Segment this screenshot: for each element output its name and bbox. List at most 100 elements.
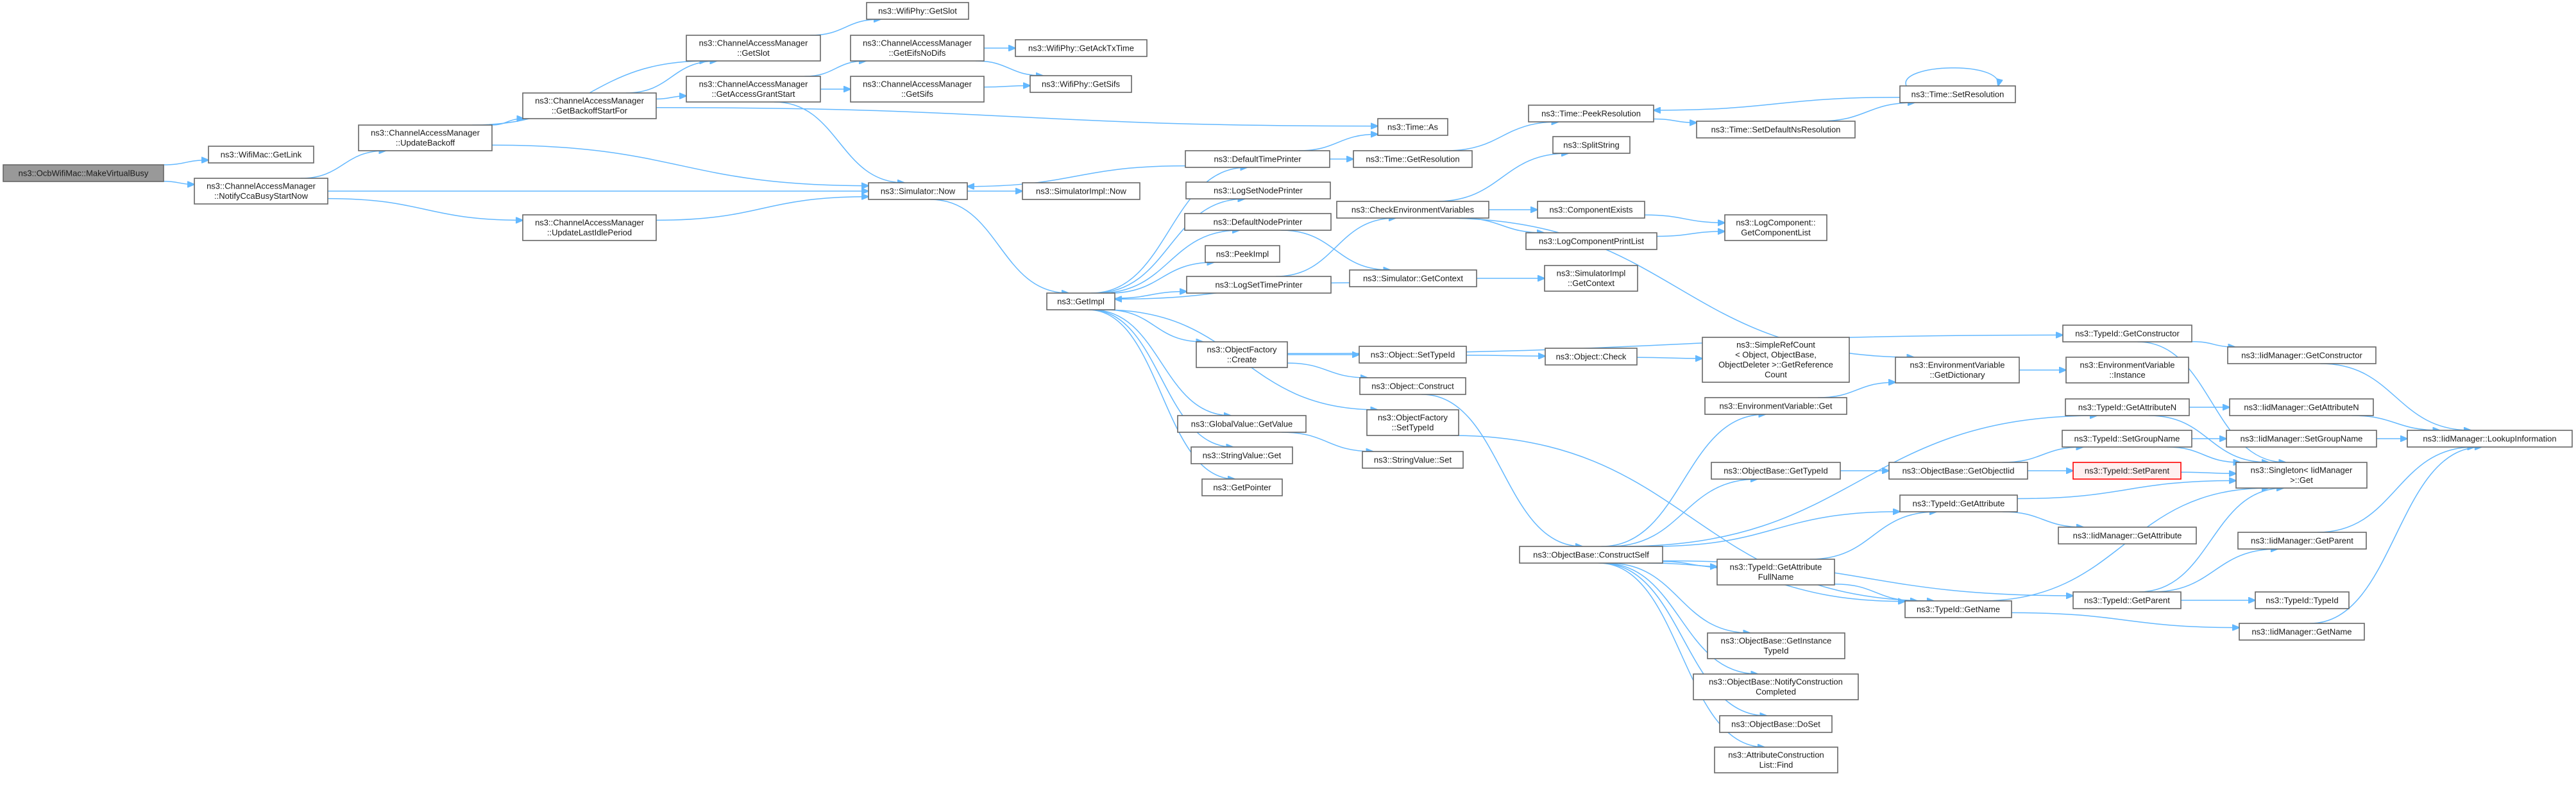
node-setres[interactable]: ns3::Time::SetResolution xyxy=(1899,85,2016,103)
node-iidname[interactable]: ns3::IidManager::GetName xyxy=(2239,623,2365,641)
node-label: ns3::TypeId::GetAttribute xyxy=(1730,562,1822,572)
node-deftime[interactable]: ns3::DefaultTimePrinter xyxy=(1185,150,1330,168)
node-box xyxy=(2062,430,2192,448)
node-ofsettid[interactable]: ns3::ObjectFactory::SetTypeId xyxy=(1366,409,1459,436)
node-objcheck[interactable]: ns3::Object::Check xyxy=(1545,348,1638,366)
node-timeas[interactable]: ns3::Time::As xyxy=(1377,118,1448,136)
node-tidattr[interactable]: ns3::TypeId::GetAttribute xyxy=(1899,494,2018,512)
node-physlot[interactable]: ns3::WifiPhy::GetSlot xyxy=(866,2,969,20)
node-lookup[interactable]: ns3::IidManager::LookupInformation xyxy=(2407,430,2573,448)
node-logsetnode[interactable]: ns3::LogSetNodePrinter xyxy=(1185,181,1331,199)
node-label: Count xyxy=(1765,370,1787,380)
node-simimplctx[interactable]: ns3::SimulatorImpl::GetContext xyxy=(1544,265,1638,292)
node-label: ns3::WifiPhy::GetSlot xyxy=(878,6,957,15)
node-notifyctor[interactable]: ns3::ObjectBase::NotifyConstructionCompl… xyxy=(1693,673,1859,700)
node-box xyxy=(1184,213,1332,231)
node-checkenv[interactable]: ns3::CheckEnvironmentVariables xyxy=(1336,201,1489,219)
node-label: ns3::Time::PeekResolution xyxy=(1541,108,1641,118)
node-label: ns3::EnvironmentVariable xyxy=(2080,360,2175,370)
node-getres[interactable]: ns3::Time::GetResolution xyxy=(1353,150,1473,168)
node-peekimpl[interactable]: ns3::PeekImpl xyxy=(1205,245,1280,263)
node-compexists[interactable]: ns3::ComponentExists xyxy=(1537,201,1645,219)
edge-getres-to-peekres xyxy=(1445,122,1558,151)
edge-simnow-to-getimpl xyxy=(930,199,1069,293)
node-camsifs[interactable]: ns3::ChannelAccessManager::GetSifs xyxy=(850,76,985,103)
node-label: ns3::LogSetNodePrinter xyxy=(1214,185,1303,195)
node-tidattrn[interactable]: ns3::TypeId::GetAttributeN xyxy=(2065,398,2190,416)
node-singleton[interactable]: ns3::Singleton< IidManager>::Get xyxy=(2235,462,2368,489)
node-doset[interactable]: ns3::ObjectBase::DoSet xyxy=(1719,715,1833,733)
node-refcount[interactable]: ns3::SimpleRefCount< Object, ObjectBase,… xyxy=(1702,337,1850,383)
node-updidle[interactable]: ns3::ChannelAccessManager::UpdateLastIdl… xyxy=(522,214,657,241)
node-complist[interactable]: ns3::LogComponent::GetComponentList xyxy=(1724,214,1827,241)
edge-iidparent-to-lookup xyxy=(2317,447,2475,533)
node-constructself[interactable]: ns3::ObjectBase::ConstructSelf xyxy=(1519,546,1663,564)
node-iidgroup[interactable]: ns3::IidManager::SetGroupName xyxy=(2226,430,2377,448)
node-tidgroup[interactable]: ns3::TypeId::SetGroupName xyxy=(2062,430,2192,448)
edge-getimpl-to-defnode xyxy=(1099,230,1239,294)
node-box xyxy=(1544,265,1638,292)
node-ncca[interactable]: ns3::ChannelAccessManager::NotifyCcaBusy… xyxy=(194,178,328,205)
node-simnow[interactable]: ns3::Simulator::Now xyxy=(868,182,968,200)
node-logprint[interactable]: ns3::LogComponentPrintList xyxy=(1525,232,1657,250)
node-mvb[interactable]: ns3::OcbWifiMac::MakeVirtualBusy xyxy=(3,164,164,182)
node-label: ns3::GetImpl xyxy=(1057,296,1105,306)
node-iidctor[interactable]: ns3::IidManager::GetConstructor xyxy=(2227,346,2377,364)
node-envinst[interactable]: ns3::EnvironmentVariable::Instance xyxy=(2065,357,2189,384)
edge-eifs-to-physifs xyxy=(976,60,1043,76)
node-box xyxy=(1704,397,1847,415)
node-updbackoff[interactable]: ns3::ChannelAccessManager::UpdateBackoff xyxy=(358,124,493,151)
node-iidattr[interactable]: ns3::IidManager::GetAttribute xyxy=(2058,527,2197,544)
edge-getimpl-to-deftime xyxy=(1091,167,1247,294)
edge-envget-to-envdict xyxy=(1818,382,1895,398)
edge-iidattrn-to-lookup xyxy=(2351,415,2440,430)
node-objsettid[interactable]: ns3::Object::SetTypeId xyxy=(1359,346,1467,364)
edge-constructself-to-envget xyxy=(1601,414,1766,547)
node-tidname[interactable]: ns3::TypeId::GetName xyxy=(1904,600,2012,618)
edge-updidle-to-simnow xyxy=(656,197,869,221)
node-getimpl[interactable]: ns3::GetImpl xyxy=(1046,292,1115,310)
node-obgettid[interactable]: ns3::ObjectBase::GetTypeId xyxy=(1711,462,1841,480)
node-objconstruct[interactable]: ns3::Object::Construct xyxy=(1359,377,1466,395)
node-backoffstart[interactable]: ns3::ChannelAccessManager::GetBackoffSta… xyxy=(522,92,657,119)
node-objiid[interactable]: ns3::ObjectBase::GetObjectIid xyxy=(1888,462,2028,480)
node-tidtid[interactable]: ns3::TypeId::TypeId xyxy=(2255,591,2350,609)
node-logsettime[interactable]: ns3::LogSetTimePrinter xyxy=(1186,276,1332,294)
node-eifs[interactable]: ns3::ChannelAccessManager::GetEifsNoDifs xyxy=(850,35,985,62)
node-getpointer[interactable]: ns3::GetPointer xyxy=(1201,478,1283,496)
node-svset[interactable]: ns3::StringValue::Set xyxy=(1362,451,1464,469)
node-label: ns3::TypeId::GetConstructor xyxy=(2075,328,2180,338)
node-split[interactable]: ns3::SplitString xyxy=(1552,136,1631,154)
node-box xyxy=(850,35,985,62)
node-setparent[interactable]: ns3::TypeId::SetParent xyxy=(2072,462,2182,480)
node-label: ns3::TypeId::GetParent xyxy=(2084,595,2170,605)
node-acktx[interactable]: ns3::WifiPhy::GetAckTxTime xyxy=(1015,39,1148,57)
node-grant[interactable]: ns3::ChannelAccessManager::GetAccessGran… xyxy=(686,76,821,103)
node-getlink[interactable]: ns3::WifiMac::GetLink xyxy=(208,146,314,164)
node-peekres[interactable]: ns3::Time::PeekResolution xyxy=(1528,105,1654,122)
node-envget[interactable]: ns3::EnvironmentVariable::Get xyxy=(1704,397,1847,415)
edge-grant-to-eifs xyxy=(804,61,866,77)
node-label: ns3::LogComponent:: xyxy=(1736,218,1815,228)
node-envdict[interactable]: ns3::EnvironmentVariable::GetDictionary xyxy=(1895,357,2020,384)
node-iidattrn[interactable]: ns3::IidManager::GetAttributeN xyxy=(2229,398,2374,416)
node-gvget[interactable]: ns3::GlobalValue::GetValue xyxy=(1177,415,1307,433)
node-physifs[interactable]: ns3::WifiPhy::GetSifs xyxy=(1030,75,1132,93)
node-camslot[interactable]: ns3::ChannelAccessManager::GetSlot xyxy=(686,35,821,62)
node-svget[interactable]: ns3::StringValue::Get xyxy=(1191,446,1293,464)
node-simctx[interactable]: ns3::Simulator::GetContext xyxy=(1349,269,1477,287)
node-label: ns3::CheckEnvironmentVariables xyxy=(1352,205,1475,214)
node-setdefns[interactable]: ns3::Time::SetDefaultNsResolution xyxy=(1696,121,1856,139)
node-box xyxy=(1525,232,1657,250)
node-simimplnow[interactable]: ns3::SimulatorImpl::Now xyxy=(1022,182,1140,200)
node-tidctor[interactable]: ns3::TypeId::GetConstructor xyxy=(2062,325,2192,342)
node-tidparent[interactable]: ns3::TypeId::GetParent xyxy=(2072,591,2182,609)
node-defnode[interactable]: ns3::DefaultNodePrinter xyxy=(1184,213,1332,231)
node-iidparent[interactable]: ns3::IidManager::GetParent xyxy=(2237,532,2367,550)
node-ofcreate[interactable]: ns3::ObjectFactory::Create xyxy=(1196,341,1288,368)
node-box xyxy=(2072,591,2182,609)
node-label: ns3::ChannelAccessManager xyxy=(207,181,316,191)
